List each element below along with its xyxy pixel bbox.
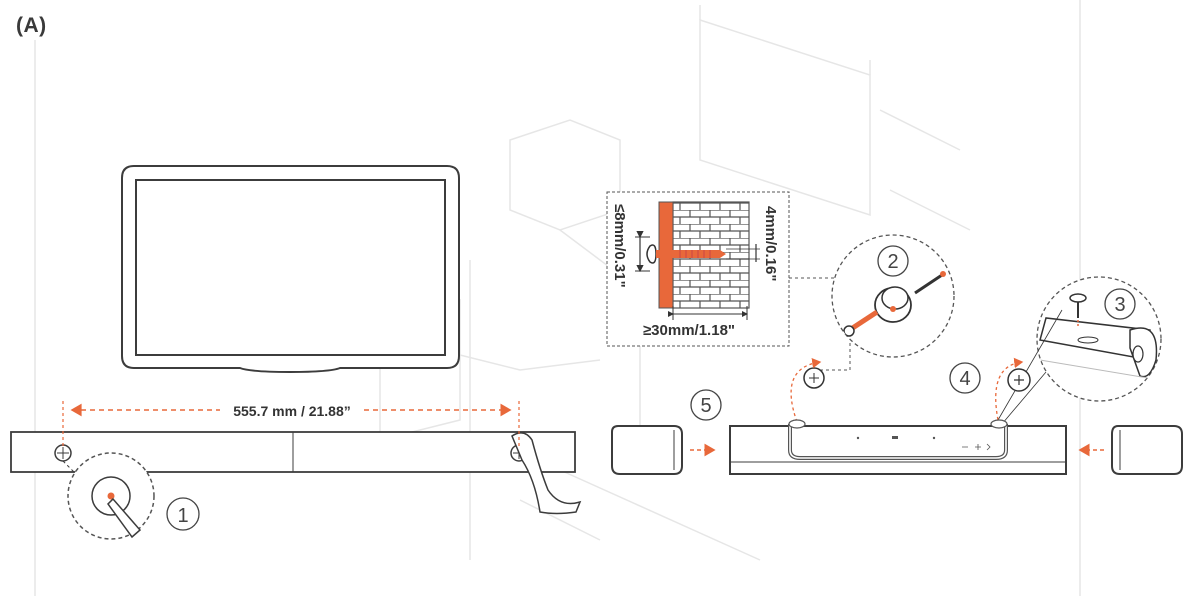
screw-length-dimension: ≥30mm/1.18"	[643, 322, 735, 339]
svg-text:5: 5	[700, 395, 711, 417]
anchor-icon	[803, 367, 825, 389]
pen-icon	[107, 497, 142, 539]
bracket-icon	[1039, 317, 1158, 378]
distance-label: 555.7 mm / 21.88”	[233, 403, 351, 419]
step1-badge: 1	[166, 497, 200, 531]
step3-bracket-detail	[1036, 276, 1162, 402]
step3-badge: 3	[1104, 288, 1136, 320]
left-speaker-illustration	[611, 425, 683, 475]
distance-dimension: 555.7 mm / 21.88”	[62, 401, 520, 446]
screw-icon	[843, 309, 879, 337]
svg-text:2: 2	[887, 251, 898, 273]
figure-label: (A)	[16, 14, 47, 37]
svg-text:3: 3	[1114, 294, 1125, 316]
screw-head-dimension: ≤8mm/0.31"	[611, 204, 628, 288]
step2-badge: 2	[877, 245, 909, 277]
wall-section-detail: ≤8mm/0.31" 4mm/0.16" ≥30mm/1.18"	[606, 191, 790, 347]
screw-shaft-dimension: 4mm/0.16"	[762, 206, 779, 282]
step1-marking-detail	[62, 452, 155, 540]
svg-text:1: 1	[177, 505, 188, 527]
right-speaker-illustration	[1111, 425, 1183, 475]
drill-bit-icon	[914, 271, 946, 295]
step4-badge: 4	[949, 362, 981, 394]
step2-anchor-detail	[831, 234, 955, 358]
svg-text:4: 4	[959, 368, 970, 390]
template-hole-left	[54, 444, 72, 462]
anchor-icon	[1007, 368, 1031, 392]
screw-icon	[646, 244, 726, 264]
tv-illustration	[121, 165, 460, 374]
anchor-icon	[874, 286, 912, 323]
soundbar-illustration	[729, 419, 1067, 475]
screw-icon	[1069, 293, 1087, 326]
step5-badge: 5	[690, 389, 722, 421]
